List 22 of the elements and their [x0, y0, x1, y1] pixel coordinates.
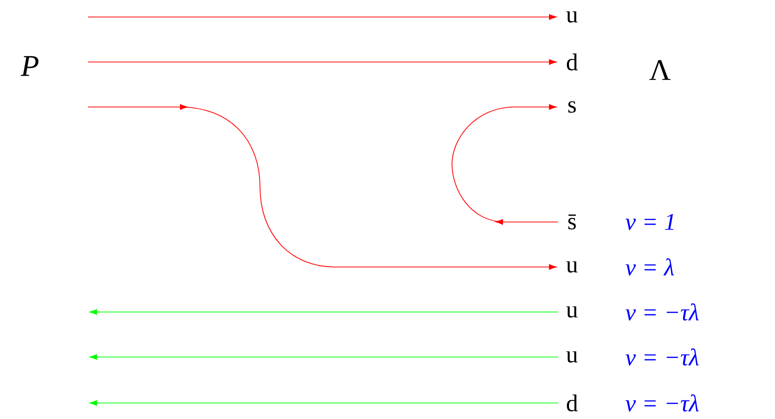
- arrow: [89, 400, 558, 406]
- arrow: [88, 104, 557, 270]
- quark-label: s̄: [568, 214, 576, 230]
- quark-label: u: [566, 261, 578, 273]
- arrow: [89, 309, 558, 315]
- arrow: [88, 59, 557, 65]
- parameter-label: ν = 1: [626, 214, 674, 230]
- arrow: [452, 104, 558, 225]
- parameter-label: ν = −τλ: [626, 348, 699, 366]
- particle-label: Λ: [649, 60, 671, 80]
- arrow: [89, 354, 558, 360]
- parameter-label: ν = λ: [626, 258, 674, 276]
- particle-label: P: [20, 56, 38, 76]
- quark-label: d: [566, 394, 578, 412]
- quark-label: u: [566, 11, 578, 23]
- quark-label: d: [566, 54, 578, 70]
- quark-label: u: [566, 351, 578, 363]
- quark-label: s: [568, 101, 576, 113]
- parameter-label: ν = −τλ: [626, 394, 699, 412]
- parameter-label: ν = −τλ: [626, 303, 699, 321]
- arrow: [88, 14, 557, 20]
- quark-label: u: [566, 306, 578, 318]
